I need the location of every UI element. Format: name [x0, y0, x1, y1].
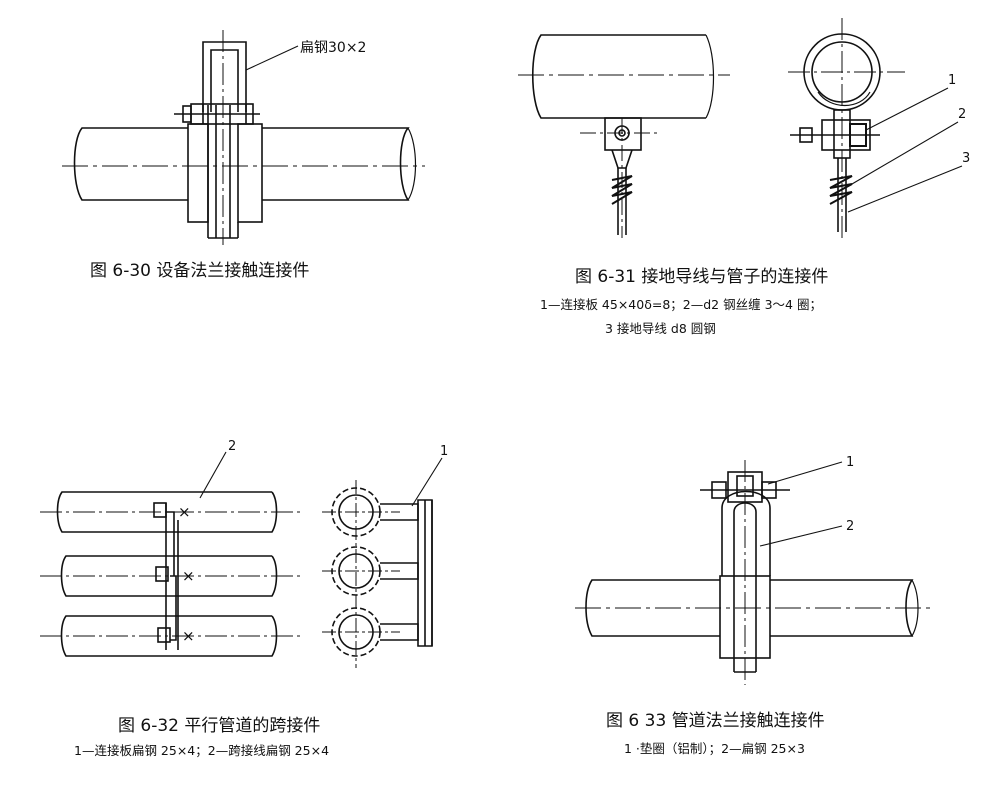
- pipe-clamp: [604, 117, 642, 151]
- cross-mark: ×: [178, 503, 191, 521]
- fig31-caption: 图 6-31 接地导线与管子的连接件: [575, 267, 829, 287]
- fig31-note-line2: 3 接地导线 d8 圆钢: [605, 321, 716, 336]
- flange-right: [237, 123, 263, 223]
- fig32-caption: 图 6-32 平行管道的跨接件: [118, 716, 321, 736]
- fig33-callout-1: 1: [846, 455, 854, 470]
- fig33-note: 1 ·垫圈（铝制）；2—扁钢 25×3: [624, 741, 805, 756]
- cross-mark: ×: [182, 627, 195, 645]
- fig33-caption: 图 6 33 管道法兰接触连接件: [606, 711, 825, 731]
- fig32-callout-1: 1: [440, 444, 448, 459]
- figure-6-32-drawing: × × × 2 1: [40, 439, 448, 668]
- wire-wrap: [611, 175, 633, 205]
- figure-6-30-drawing: 扁钢30×2: [62, 30, 425, 245]
- fig30-flat-steel-label: 扁钢30×2: [300, 40, 366, 56]
- fig32-note: 1—连接板扁钢 25×4；2—跨接线扁钢 25×4: [74, 743, 330, 758]
- cross-mark: ×: [182, 567, 195, 585]
- fig31-callout-1: 1: [948, 73, 956, 88]
- long-pipe: [531, 34, 706, 119]
- flange-left: [187, 123, 209, 223]
- u-strap: [721, 490, 771, 576]
- flat-steel-strap: [202, 41, 247, 112]
- fig31-callout-2: 2: [958, 107, 966, 122]
- fig33-callout-2: 2: [846, 519, 854, 534]
- fig31-note-line1: 1—连接板 45×40δ=8；2—d2 钢丝缠 3～4 圈；: [540, 297, 822, 312]
- parallel-pipe-top: [56, 491, 278, 533]
- fig31-callout-3: 3: [962, 151, 970, 166]
- parallel-pipe-bottom: [60, 615, 278, 657]
- pipe-left: [585, 579, 720, 637]
- figure-6-33-drawing: 1 2: [575, 455, 930, 685]
- fig30-caption: 图 6-30 设备法兰接触连接件: [90, 261, 310, 281]
- figure-6-31-drawing: 1 2 3: [518, 18, 970, 238]
- pipe-left: [73, 127, 188, 201]
- jumper-strap: [166, 511, 177, 641]
- fig32-callout-2: 2: [228, 439, 236, 454]
- parallel-pipe-middle: [60, 555, 278, 597]
- pipe-right: [262, 127, 410, 201]
